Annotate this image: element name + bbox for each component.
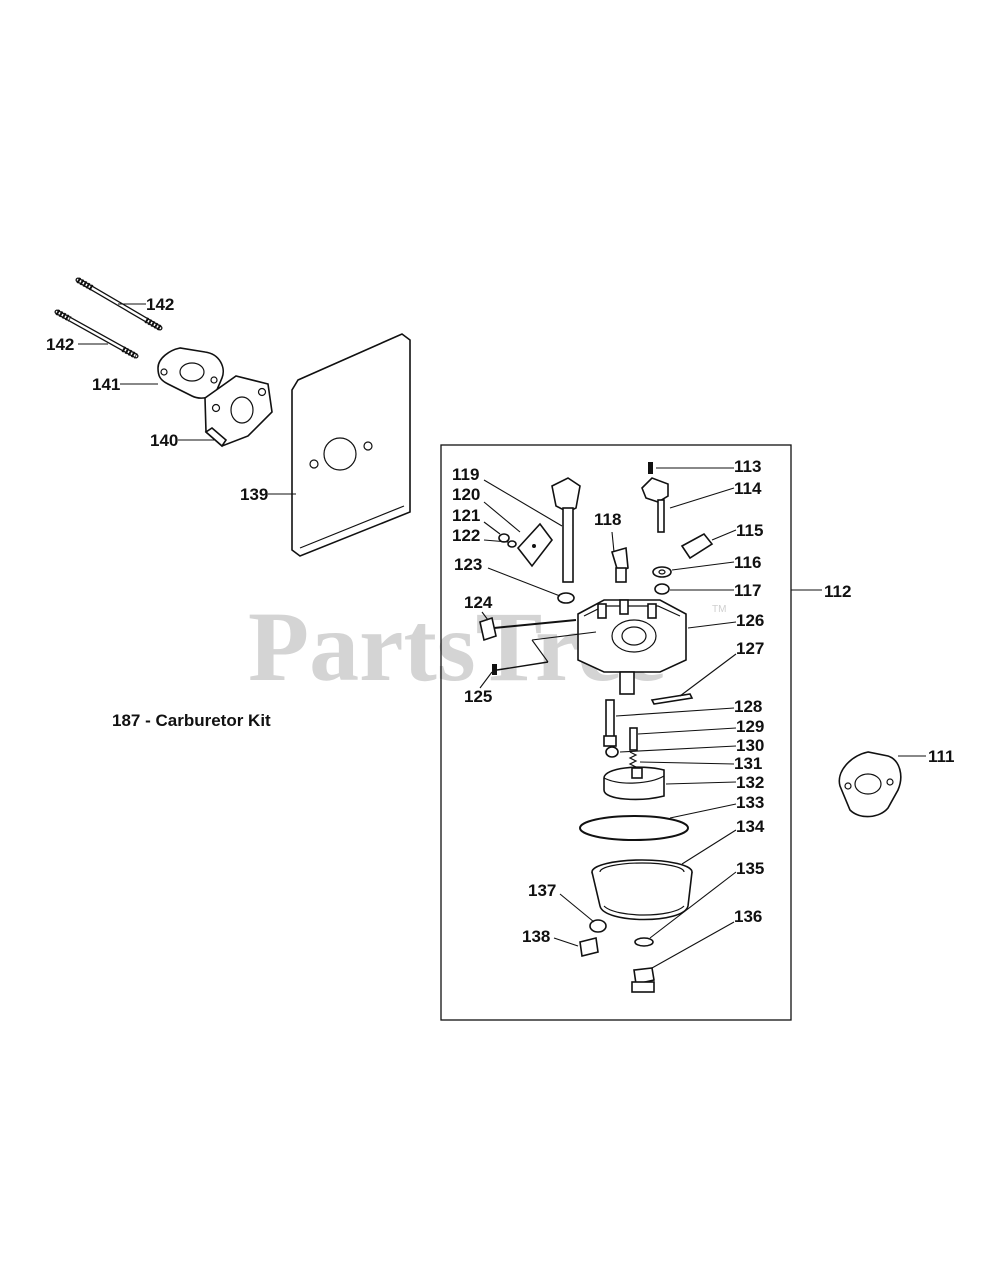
drain-bolt-136 <box>631 921 735 993</box>
idle-screw-124 <box>479 611 577 642</box>
float-bowl-134 <box>591 829 737 921</box>
callout-115: 115 <box>736 521 763 540</box>
callout-135: 135 <box>736 859 764 878</box>
spring-121 <box>483 521 510 543</box>
callout-119: 119 <box>452 465 479 484</box>
leaders-left <box>78 303 296 495</box>
stud-142-lower <box>54 309 139 359</box>
callout-126: 126 <box>736 611 764 630</box>
callout-120: 120 <box>452 485 480 504</box>
throttle-plate-115 <box>680 529 737 560</box>
choke-shaft-119 <box>483 477 581 583</box>
callout-118: 118 <box>594 510 621 529</box>
callout-122: 122 <box>452 526 480 545</box>
throttle-shaft-114 <box>641 477 735 533</box>
callout-132: 132 <box>736 773 764 792</box>
callout-111: 111 <box>928 747 955 766</box>
callout-117: 117 <box>734 581 761 600</box>
callout-133: 133 <box>736 793 764 812</box>
callout-114: 114 <box>734 479 762 498</box>
callout-142-lower: 142 <box>46 335 74 354</box>
float-132 <box>603 766 737 801</box>
gasket-141 <box>157 347 224 399</box>
callout-140: 140 <box>150 431 178 450</box>
nut-117 <box>654 583 734 595</box>
float-needle-129 <box>629 727 737 751</box>
choke-plate-120 <box>483 501 554 568</box>
callout-116: 116 <box>734 553 761 572</box>
callout-139: 139 <box>240 485 268 504</box>
pin-127 <box>650 653 737 705</box>
washer-116 <box>652 561 735 578</box>
spring-131 <box>628 751 735 768</box>
kit-note: 187 - Carburetor Kit <box>112 711 271 730</box>
watermark-trademark: TM <box>712 604 726 615</box>
callout-112: 112 <box>824 582 851 601</box>
callout-141: 141 <box>92 375 120 394</box>
carburetor-assembly-box <box>440 444 792 1021</box>
heat-shield-139 <box>291 333 411 557</box>
callout-124: 124 <box>464 593 493 612</box>
callout-127: 127 <box>736 639 764 658</box>
callout-125: 125 <box>464 687 492 706</box>
callout-138: 138 <box>522 927 550 946</box>
emulsion-tube-128 <box>603 699 735 747</box>
clip-122 <box>483 539 517 548</box>
washer-137 <box>559 893 607 933</box>
callout-130: 130 <box>736 736 764 755</box>
callout-123: 123 <box>454 555 482 574</box>
callout-134: 134 <box>736 817 765 836</box>
screw-125 <box>479 631 597 689</box>
callout-128: 128 <box>734 697 762 716</box>
washer-135 <box>634 871 737 947</box>
callout-121: 121 <box>452 506 480 525</box>
callout-142-upper: 142 <box>146 295 174 314</box>
callout-129: 129 <box>736 717 764 736</box>
callout-131: 131 <box>734 754 762 773</box>
screw-113 <box>648 462 734 474</box>
main-jet-130 <box>605 745 737 758</box>
seal-123 <box>487 567 575 604</box>
callout-137: 137 <box>528 881 556 900</box>
lever-118 <box>611 531 629 583</box>
gasket-111 <box>838 751 926 818</box>
bowl-bolt-138 <box>553 937 599 957</box>
callout-136: 136 <box>734 907 762 926</box>
callout-113: 113 <box>734 457 761 476</box>
spacer-140 <box>204 375 273 448</box>
gasket-ring-133 <box>579 803 737 841</box>
carburetor-body-126 <box>577 599 737 695</box>
